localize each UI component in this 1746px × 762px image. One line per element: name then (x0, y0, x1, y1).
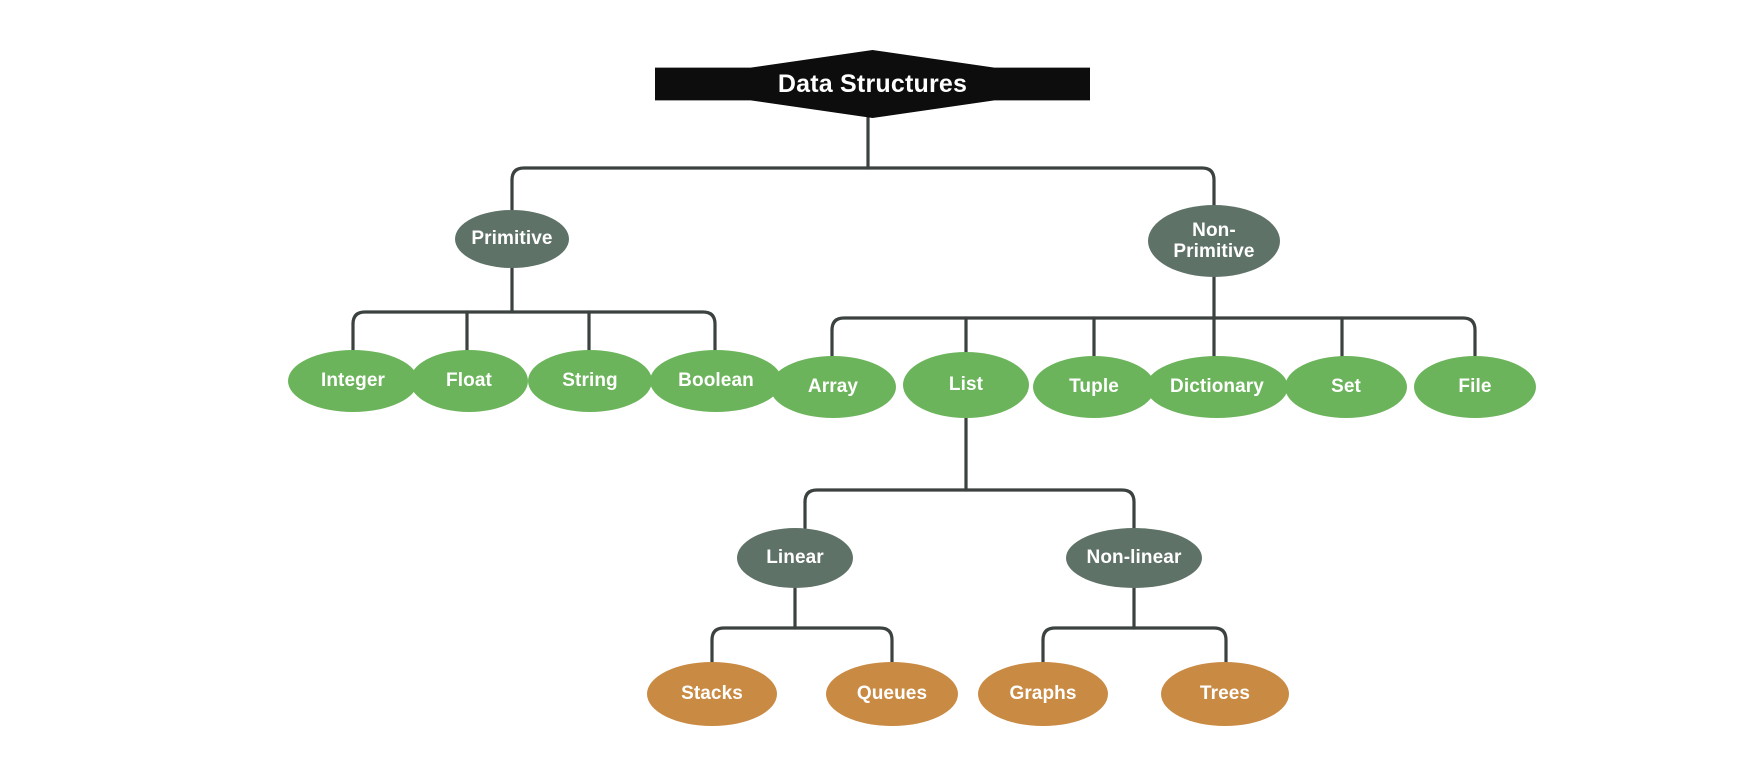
node-data-structures[interactable]: Data Structures (655, 50, 1090, 118)
node-list[interactable]: List (903, 352, 1029, 418)
edge-nonprimitive-bus (830, 316, 1477, 360)
node-queues[interactable]: Queues (826, 662, 958, 726)
node-label-primitive: Primitive (471, 228, 553, 250)
node-label-integer: Integer (320, 370, 386, 392)
edge-level1-bus (510, 166, 1216, 210)
node-string[interactable]: String (528, 350, 652, 412)
node-label-float: Float (446, 370, 492, 392)
node-float[interactable]: Float (410, 350, 528, 412)
node-set[interactable]: Set (1285, 356, 1407, 418)
edge-primitive-bus (351, 310, 717, 354)
node-tuple[interactable]: Tuple (1033, 356, 1155, 418)
node-label-data-structures: Data Structures (777, 70, 968, 98)
node-label-non-linear: Non-linear (1086, 547, 1182, 569)
node-label-trees: Trees (1199, 683, 1251, 705)
node-dictionary[interactable]: Dictionary (1146, 356, 1288, 418)
node-label-linear: Linear (766, 547, 824, 569)
node-non-linear[interactable]: Non-linear (1066, 528, 1202, 588)
node-label-graphs: Graphs (1009, 683, 1077, 705)
edge-linear-bus (710, 626, 894, 666)
node-array[interactable]: Array (770, 356, 896, 418)
node-linear[interactable]: Linear (737, 528, 853, 588)
edge-nonlinear-bus (1041, 626, 1228, 666)
node-label-string: String (562, 370, 618, 392)
node-label-array: Array (807, 376, 859, 398)
node-boolean[interactable]: Boolean (650, 350, 782, 412)
node-integer[interactable]: Integer (288, 350, 418, 412)
node-label-tuple: Tuple (1069, 376, 1119, 398)
node-non-primitive[interactable]: Non- Primitive (1148, 205, 1280, 277)
node-label-stacks: Stacks (681, 683, 743, 705)
node-trees[interactable]: Trees (1161, 662, 1289, 726)
node-file[interactable]: File (1414, 356, 1536, 418)
node-label-queues: Queues (856, 683, 928, 705)
node-label-dictionary: Dictionary (1170, 376, 1264, 398)
node-stacks[interactable]: Stacks (647, 662, 777, 726)
node-label-list: List (948, 374, 984, 396)
node-label-non-primitive: Non- Primitive (1173, 219, 1255, 262)
node-label-file: File (1458, 376, 1492, 398)
node-label-boolean: Boolean (678, 370, 754, 392)
node-graphs[interactable]: Graphs (978, 662, 1108, 726)
node-label-set: Set (1331, 376, 1361, 398)
node-primitive[interactable]: Primitive (455, 210, 569, 268)
edge-list-bus (803, 488, 1136, 530)
